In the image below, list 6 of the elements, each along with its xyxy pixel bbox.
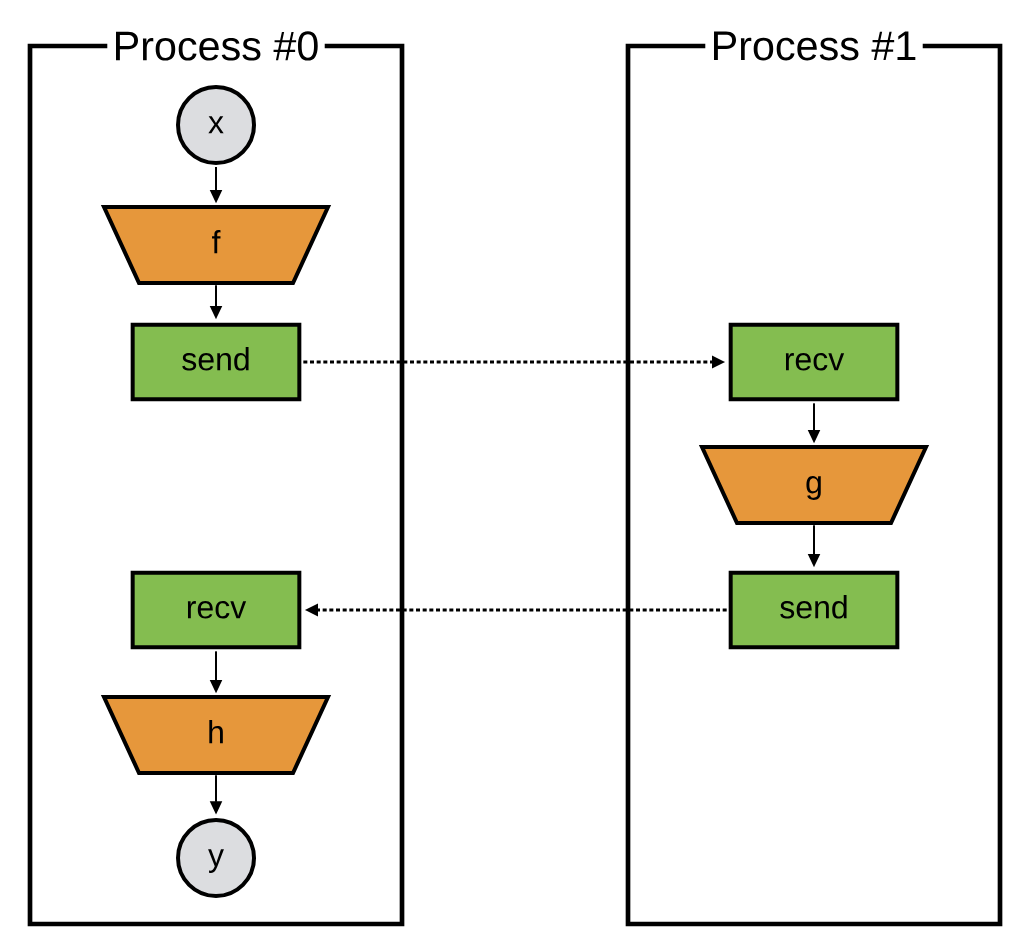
circle-node: x	[176, 85, 256, 165]
process-box: send	[130, 322, 302, 402]
circle-node: y	[176, 818, 256, 898]
process-box: recv	[130, 570, 302, 650]
process-box: recv	[728, 322, 900, 402]
process-box: send	[728, 570, 900, 650]
